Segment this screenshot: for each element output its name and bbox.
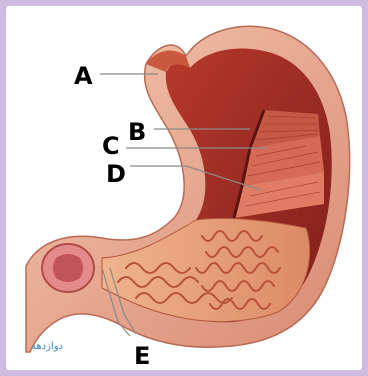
- label-e: E: [134, 342, 150, 370]
- label-d: D: [106, 160, 126, 188]
- label-b: B: [128, 118, 146, 146]
- stomach-anatomy-illustration: A B C D E: [6, 6, 362, 370]
- label-a: A: [74, 62, 93, 90]
- label-c: C: [102, 132, 120, 160]
- watermark-text: دوازدهه: [31, 341, 63, 352]
- pyloric-opening: [53, 254, 83, 282]
